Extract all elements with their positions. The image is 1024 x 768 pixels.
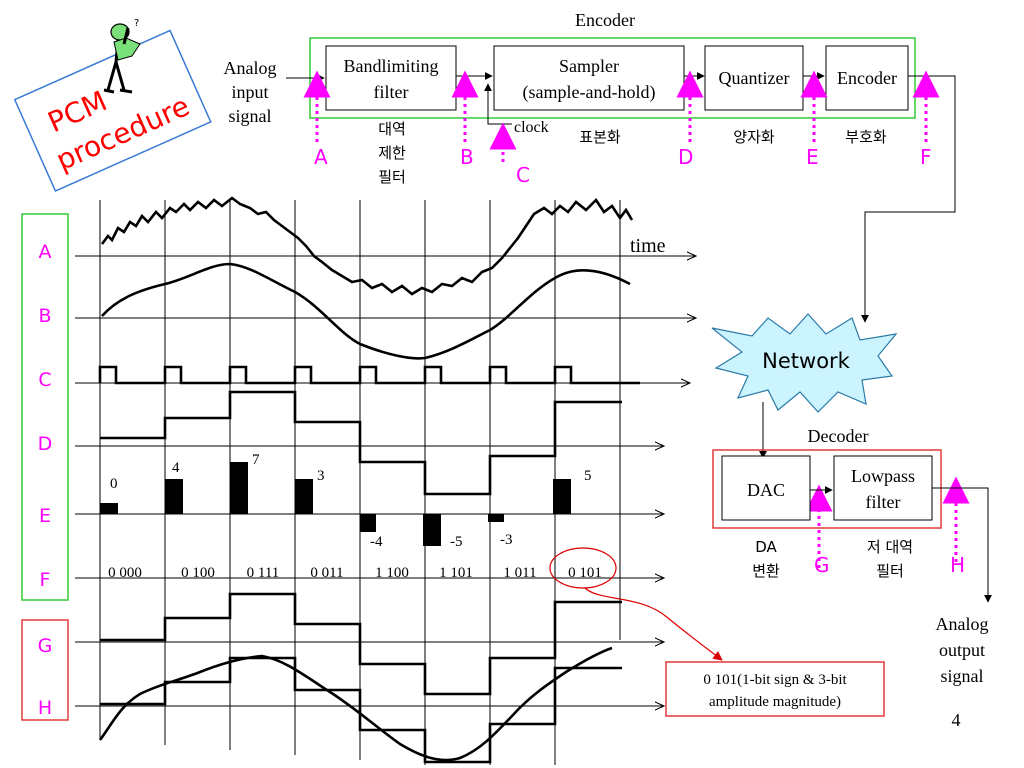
- signal-c-clock: [98, 365, 640, 385]
- analog-output-label-2: output: [939, 640, 985, 660]
- marker-f: F: [920, 145, 932, 169]
- analog-output-label-1: Analog: [936, 614, 989, 634]
- row-label-a: A: [39, 241, 52, 263]
- sample-value-3: 7: [252, 452, 260, 468]
- marker-arrows: [303, 70, 970, 568]
- code-3: 0 111: [247, 565, 280, 581]
- analog-output-label-3: signal: [941, 666, 984, 686]
- sampler-block: [493, 45, 685, 111]
- sample-value-7: -3: [500, 532, 513, 548]
- korean-dac-2: 변환: [752, 562, 780, 580]
- row-label-e: E: [39, 505, 51, 527]
- code-5: 1 100: [375, 565, 409, 581]
- code-4: 0 011: [310, 565, 343, 581]
- korean-bandlimiting-2: 제한: [378, 144, 406, 162]
- signal-d-staircase: [100, 390, 622, 496]
- marker-c: C: [516, 163, 530, 187]
- signal-rows-box-a-f: [21, 213, 69, 601]
- callout-line-2: amplitude magnitude): [709, 694, 841, 710]
- signal-a-waveform: [100, 196, 634, 296]
- clock-label: clock: [514, 119, 549, 136]
- marker-e: E: [806, 145, 819, 169]
- dac-label: DAC: [747, 480, 785, 500]
- row-label-d: D: [38, 433, 53, 455]
- decoder-title: Decoder: [808, 426, 869, 446]
- code-1: 0 000: [108, 565, 142, 581]
- sample-value-5: -4: [370, 534, 383, 550]
- marker-letters: A B C D E F G H: [314, 145, 965, 577]
- analog-input-label-1: Analog: [224, 58, 277, 78]
- code-7: 1 011: [503, 565, 536, 581]
- network-label: Network: [762, 349, 851, 373]
- encoder-block-label: Encoder: [837, 68, 897, 88]
- decoder-box: [712, 449, 942, 529]
- signal-row-letters: A B C D E F G H: [38, 241, 53, 719]
- network-cloud: Network: [711, 313, 898, 413]
- analog-input-label-2: input: [231, 82, 268, 102]
- korean-dac-1: DA: [755, 538, 777, 556]
- analog-input-label-3: signal: [229, 106, 272, 126]
- callout-line-1: 0 101(1-bit sign & 3-bit: [703, 672, 847, 688]
- korean-encoder: 부호화: [845, 128, 887, 146]
- marker-d: D: [678, 145, 693, 169]
- dac-block: [721, 455, 811, 521]
- thinking-person-icon: ?: [103, 18, 141, 94]
- sample-value-1: 0: [110, 476, 118, 492]
- quantized-sample-bars: [100, 462, 571, 546]
- marker-b: B: [460, 145, 474, 169]
- code-6: 1 101: [439, 565, 473, 581]
- title-box: PCM procedure: [13, 29, 212, 193]
- signal-h-smooth: [98, 646, 613, 762]
- row-label-f: F: [40, 569, 51, 591]
- signal-h-staircase: [100, 656, 622, 764]
- lowpass-filter-block: [833, 455, 933, 521]
- korean-bandlimiting-3: 필터: [378, 168, 406, 186]
- quantizer-block: [704, 45, 804, 111]
- korean-sampler: 표본화: [579, 128, 621, 146]
- row-label-c: C: [38, 369, 51, 391]
- lowpass-label-1: Lowpass: [851, 466, 915, 486]
- callout-arrow: [584, 587, 723, 661]
- svg-text:?: ?: [134, 18, 139, 29]
- sampler-label-1: Sampler: [559, 56, 619, 76]
- marker-h: H: [950, 553, 965, 577]
- page-number: 4: [952, 710, 961, 730]
- row-label-h: H: [38, 697, 52, 719]
- sample-value-2: 4: [172, 460, 180, 476]
- encoder-block: [825, 45, 909, 111]
- encoder-title: Encoder: [575, 10, 635, 30]
- quantizer-label: Quantizer: [719, 68, 790, 88]
- lowpass-label-2: filter: [866, 492, 901, 512]
- marker-g: G: [814, 553, 830, 577]
- callout-box: [665, 661, 885, 717]
- code-2: 0 100: [181, 565, 215, 581]
- korean-bandlimiting-1: 대역: [378, 120, 406, 138]
- korean-lowpass-2: 필터: [876, 562, 904, 580]
- quantized-sample-values: 0 4 7 3 -4 -5 -3 5: [110, 452, 592, 550]
- code-8: 0 101: [568, 565, 602, 581]
- signal-g-staircase: [100, 592, 622, 696]
- sampler-label-2: (sample-and-hold): [523, 82, 656, 103]
- marker-a: A: [314, 145, 328, 169]
- bandlimiting-label-2: filter: [374, 82, 409, 102]
- code-highlight-circle: [549, 547, 617, 589]
- sample-value-4: 3: [317, 468, 325, 484]
- sample-value-8: 5: [584, 468, 592, 484]
- row-label-b: B: [38, 305, 51, 327]
- signal-rows-box-g-h: [21, 619, 69, 721]
- signal-b-waveform: [101, 262, 631, 360]
- sample-value-6: -5: [450, 534, 463, 550]
- row-label-g: G: [38, 635, 53, 657]
- bandlimiting-label-1: Bandlimiting: [343, 56, 438, 76]
- binary-codes: 0 000 0 100 0 111 0 011 1 100 1 101 1 01…: [108, 565, 602, 581]
- korean-lowpass-1: 저 대역: [867, 538, 913, 556]
- time-label: time: [630, 235, 666, 257]
- korean-quantizer: 양자화: [733, 128, 775, 146]
